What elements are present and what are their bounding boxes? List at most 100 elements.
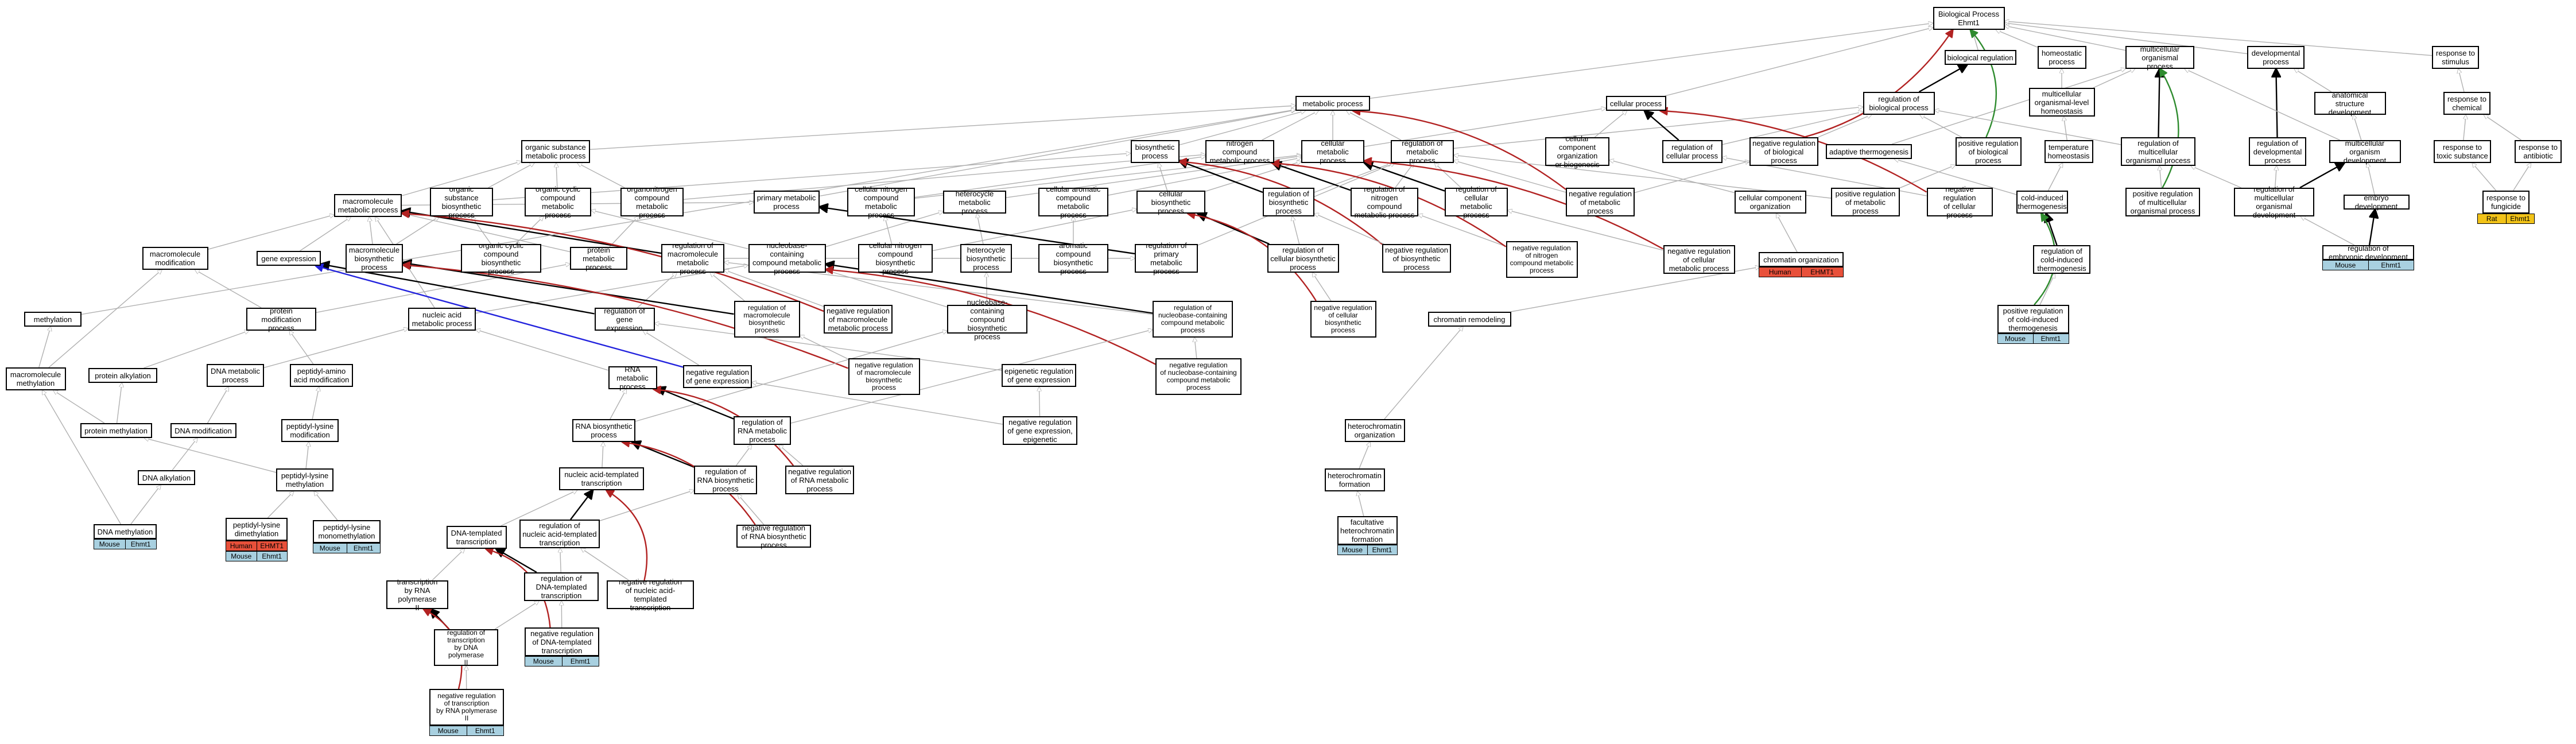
go-term-embryo[interactable]: embryo development — [2343, 193, 2410, 211]
go-term-negregmacrobiosyn[interactable]: negative regulation of macromolecule bio… — [848, 358, 920, 395]
go-term-cellmetab[interactable]: cellular metabolic process — [1301, 139, 1364, 165]
go-term-nucleicmetab[interactable]: nucleic acid metabolic process — [408, 308, 476, 331]
go-term-negregbiosyn[interactable]: negative regulation of biosynthetic proc… — [1382, 244, 1451, 273]
go-term-organonitro[interactable]: organonitrogen compound metabolic proces… — [620, 185, 684, 219]
go-term-regembryo[interactable]: regulation of embryonic development — [2322, 244, 2414, 261]
go-term-nucleobase[interactable]: nucleobase-containing compound metabolic… — [748, 241, 826, 276]
go-term-cellbiosyn[interactable]: cellular biosynthetic process — [1136, 189, 1205, 215]
go-term-regprimary[interactable]: regulation of primary metabolic process — [1135, 241, 1198, 276]
go-term-facultative[interactable]: facultative heterochromatin formation — [1337, 516, 1398, 545]
go-term-multihomeo[interactable]: multicellular organismal-level homeostas… — [2028, 88, 2095, 117]
go-term-rnabiosyn[interactable]: RNA biosynthetic process — [572, 419, 635, 442]
go-term-anatdev[interactable]: anatomical structure development — [2314, 91, 2386, 117]
go-term-negregtxpol2[interactable]: negative regulation of transcription by … — [429, 689, 504, 726]
go-term-multi[interactable]: multicellular organismal process — [2125, 45, 2194, 71]
go-term-bioreg[interactable]: biological regulation — [1944, 50, 2016, 65]
go-term-negregcell[interactable]: negative regulation of cellular process — [1926, 185, 1993, 219]
go-term-homeo[interactable]: homeostatic process — [2037, 46, 2086, 69]
go-term-peptidylamino[interactable]: peptidyl-amino acid modification — [290, 364, 353, 387]
go-term-devproc[interactable]: developmental process — [2247, 46, 2305, 69]
go-term-negregrnametab[interactable]: negative regulation of RNA metabolic pro… — [785, 466, 854, 494]
go-term-temphomeo[interactable]: temperature homeostasis — [2044, 140, 2093, 163]
go-term-macromol[interactable]: macromolecule metabolic process — [334, 194, 402, 217]
go-term-regmacrobiosyn[interactable]: regulation of macromolecule biosynthetic… — [734, 301, 800, 338]
go-term-cellaromatic[interactable]: cellular aromatic compound metabolic pro… — [1038, 185, 1108, 219]
go-term-txpol2[interactable]: transcription by RNA polymerase II — [386, 578, 448, 612]
go-term-regcellbiosyn[interactable]: regulation of cellular biosynthetic proc… — [1267, 244, 1339, 273]
go-term-regcell[interactable]: regulation of cellular process — [1662, 140, 1722, 163]
go-term-nucacidtx[interactable]: nucleic acid-templated transcription — [559, 467, 644, 490]
go-term-regmetab[interactable]: regulation of metabolic process — [1391, 139, 1454, 165]
go-term-multidev[interactable]: multicellular organism development — [2329, 139, 2401, 165]
go-term-bp[interactable]: Biological Process Ehmt1 — [1933, 7, 2005, 30]
go-term-macromethyl[interactable]: macromolecule methylation — [5, 367, 66, 390]
go-term-methylation[interactable]: methylation — [24, 312, 82, 327]
go-term-protmodif[interactable]: protein modification process — [246, 307, 316, 332]
go-term-macrobiosyn[interactable]: macromolecule biosynthetic process — [346, 244, 403, 273]
go-term-metab[interactable]: metabolic process — [1295, 96, 1370, 111]
go-term-regdnatx[interactable]: regulation of DNA-templated transcriptio… — [524, 572, 599, 601]
go-term-heterobiosyn[interactable]: heterocycle biosynthetic process — [960, 244, 1012, 273]
go-term-nitrogen[interactable]: nitrogen compound metabolic process — [1205, 139, 1274, 165]
go-term-regmacro[interactable]: regulation of macromolecule metabolic pr… — [661, 241, 724, 276]
go-term-primary[interactable]: primary metabolic process — [753, 191, 820, 214]
go-term-regbio[interactable]: regulation of biological process — [1863, 92, 1935, 115]
go-term-orgcyclic[interactable]: organic cyclic compound metabolic proces… — [525, 185, 591, 219]
go-term-regrnametab[interactable]: regulation of RNA metabolic process — [734, 416, 791, 445]
go-term-geneexpr[interactable]: gene expression — [257, 251, 321, 266]
go-term-respantibiotic[interactable]: response to antibiotic — [2515, 140, 2562, 163]
go-term-negregnucacidtx[interactable]: negative regulation of nucleic acid-temp… — [607, 578, 694, 612]
go-term-protmetab[interactable]: protein metabolic process — [570, 246, 627, 272]
go-term-dnatx[interactable]: DNA-templated transcription — [446, 526, 507, 549]
go-term-adaptive[interactable]: adaptive thermogenesis — [1826, 144, 1912, 159]
go-term-peptidyllysinemod[interactable]: peptidyl-lysine modification — [281, 419, 339, 442]
go-term-negregrnabiosyn[interactable]: negative regulation of RNA biosynthetic … — [736, 524, 811, 549]
go-term-negepigenetic[interactable]: negative regulation of gene expression, … — [1003, 416, 1077, 445]
go-term-aromaticbiosyn[interactable]: aromatic compound biosynthetic process — [1038, 241, 1108, 276]
go-term-heterochromorg[interactable]: heterochromatin organization — [1344, 419, 1405, 442]
go-term-negregnitro[interactable]: negative regulation of nitrogen compound… — [1506, 241, 1578, 278]
go-term-organicsub[interactable]: organic substance metabolic process — [521, 140, 590, 163]
go-term-respfungicide[interactable]: response to fungicide — [2482, 191, 2530, 214]
go-term-respstim[interactable]: response to stimulus — [2432, 46, 2479, 69]
go-term-negregmacro[interactable]: negative regulation of macromolecule met… — [824, 305, 893, 334]
go-term-regnucacidtx[interactable]: regulation of nucleic acid-templated tra… — [519, 520, 600, 548]
go-term-orgcycbiosyn[interactable]: organic cyclic compound biosynthetic pro… — [461, 241, 541, 276]
go-term-negregcellmetab[interactable]: negative regulation of cellular metaboli… — [1663, 245, 1735, 274]
go-term-coldthermo[interactable]: cold-induced thermogenesis — [2016, 191, 2068, 214]
go-term-rnametab[interactable]: RNA metabolic process — [608, 365, 657, 391]
go-term-regmultidev[interactable]: regulation of multicellular organismal d… — [2234, 185, 2314, 219]
go-term-resptoxic[interactable]: response to toxic substance — [2434, 140, 2491, 163]
go-term-dnaalkyl[interactable]: DNA alkylation — [138, 470, 195, 485]
go-term-negregnucleo[interactable]: negative regulation of nucleobase-contai… — [1155, 358, 1242, 395]
go-term-protalkyl[interactable]: protein alkylation — [88, 368, 157, 383]
go-term-peptidyllysinemeth[interactable]: peptidyl-lysine methylation — [276, 468, 333, 491]
go-term-heterochromform[interactable]: heterochromatin formation — [1324, 468, 1385, 491]
go-term-negregbio[interactable]: negative regulation of biological proces… — [1749, 137, 1818, 166]
go-term-regtxpol2[interactable]: regulation of transcription by DNA polym… — [434, 629, 498, 666]
go-term-regcoldthermo[interactable]: regulation of cold-induced thermogenesis — [2033, 245, 2090, 274]
go-term-cellnitro[interactable]: cellular nitrogen compound metabolic pro… — [847, 185, 915, 219]
go-term-negregcellbiosyn[interactable]: negative regulation of cellular biosynth… — [1310, 301, 1376, 338]
go-term-posregbio[interactable]: positive regulation of biological proces… — [1955, 137, 2022, 166]
go-term-dnametab[interactable]: DNA metabolic process — [207, 364, 264, 387]
go-term-cellcomporg[interactable]: cellular component organization — [1734, 191, 1806, 214]
go-term-cellproc[interactable]: cellular process — [1605, 96, 1666, 111]
go-term-cellcomp[interactable]: cellular component organization or bioge… — [1545, 134, 1609, 169]
go-term-heterocycle[interactable]: heterocycle metabolic process — [943, 189, 1006, 215]
go-term-negreggeneexpr[interactable]: negative regulation of gene expression — [683, 365, 752, 388]
go-term-nucleobiosyn[interactable]: nucleobase-containing compound biosynthe… — [947, 298, 1027, 341]
go-term-regnucleo[interactable]: regulation of nucleobase-containing comp… — [1153, 301, 1233, 338]
go-term-biosyn[interactable]: biosynthetic process — [1130, 140, 1180, 163]
go-term-peptidyldimeth[interactable]: peptidyl-lysine dimethylation — [226, 518, 288, 541]
go-term-epigenetic[interactable]: epigenetic regulation of gene expression — [1002, 364, 1076, 387]
go-term-regrnabiosyn[interactable]: regulation of RNA biosynthetic process — [694, 466, 757, 494]
go-term-chromremodel[interactable]: chromatin remodeling — [1427, 312, 1511, 327]
go-term-chromatinorg[interactable]: chromatin organization — [1759, 252, 1844, 267]
go-term-negregmetab[interactable]: negative regulation of metabolic process — [1566, 188, 1635, 216]
go-term-respchem[interactable]: response to chemical — [2443, 92, 2490, 115]
go-term-posregmulti[interactable]: positive regulation of multicellular org… — [2125, 188, 2200, 216]
go-term-regcellmetab[interactable]: regulation of cellular metabolic process — [1445, 185, 1508, 219]
go-term-regnitro[interactable]: regulation of nitrogen compound metaboli… — [1351, 185, 1418, 219]
go-term-regmulti[interactable]: regulation of multicellular organismal p… — [2121, 137, 2195, 166]
